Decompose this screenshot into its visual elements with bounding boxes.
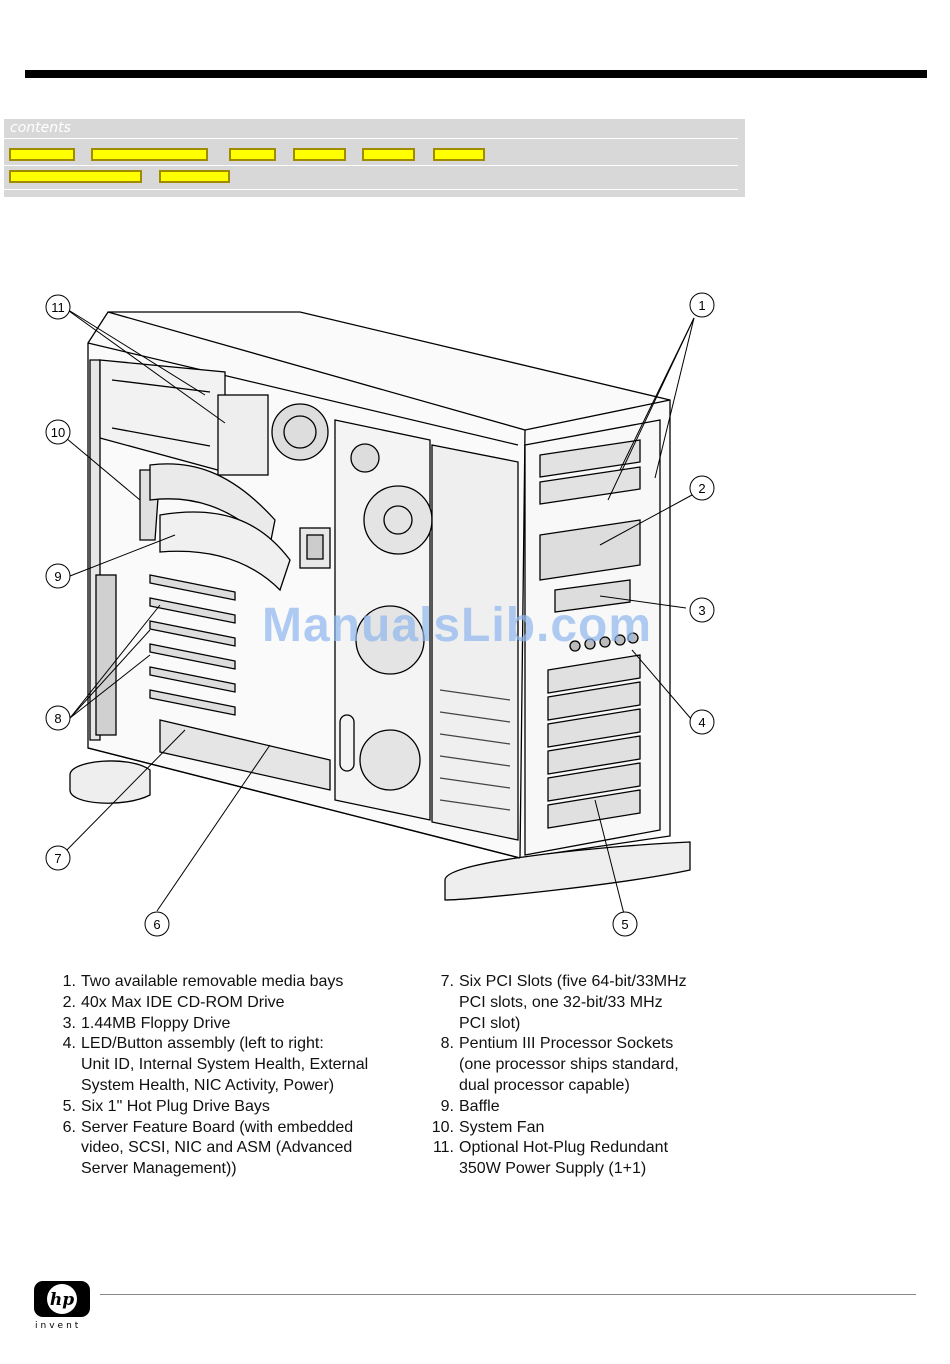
legend-number: 5. — [62, 1097, 76, 1115]
contents-link-6[interactable] — [433, 148, 485, 161]
logo-text: hp — [50, 1290, 74, 1310]
logo-tagline: invent — [35, 1321, 82, 1331]
callout-label: 6 — [153, 917, 160, 932]
callout-label: 7 — [54, 851, 61, 866]
contents-link-3[interactable] — [229, 148, 276, 161]
legend-text: (one processor ships standard, — [459, 1056, 679, 1074]
legend-text: 40x Max IDE CD-ROM Drive — [81, 993, 285, 1011]
server-feature-board — [159, 719, 331, 791]
legend-number: 4. — [62, 1035, 76, 1053]
legend-text: video, SCSI, NIC and ASM (Advanced — [81, 1139, 353, 1157]
contents-link-2[interactable] — [91, 148, 208, 161]
legend-number: 9. — [440, 1097, 454, 1115]
legend-number: 2. — [62, 993, 76, 1011]
legend-text: PCI slot) — [459, 1014, 521, 1032]
header-rule — [25, 70, 927, 78]
callout-5 — [612, 911, 638, 937]
legend-number: 3. — [62, 1014, 76, 1032]
legend-number: 1. — [62, 973, 76, 990]
contents-panel: contents — [4, 119, 745, 197]
legend-text: Server Management)) — [81, 1160, 237, 1178]
callout-9 — [45, 563, 71, 589]
legend-number: 10. — [431, 1118, 454, 1136]
legend-item: 5. Six 1" Hot Plug Drive Bays — [52, 1097, 432, 1118]
legend-text: Server Feature Board (with embedded — [81, 1118, 354, 1136]
legend-item: 11. Optional Hot-Plug Redundant 350W Power… — [430, 1138, 750, 1180]
contents-title: contents — [10, 120, 71, 136]
callout-label: 3 — [698, 603, 705, 618]
callout-label: 4 — [698, 715, 705, 730]
callout-label: 9 — [54, 569, 61, 584]
callout-label: 5 — [621, 917, 628, 932]
legend-text: System Health, NIC Activity, Power) — [81, 1076, 335, 1094]
callout-11 — [45, 294, 71, 320]
panel-divider — [4, 138, 738, 139]
cd-rom-drive — [539, 519, 641, 581]
legend-number: 8. — [440, 1035, 454, 1053]
legend-text: Six PCI Slots (five 64-bit/33MHz — [459, 973, 687, 990]
legend-text: Pentium III Processor Sockets — [459, 1035, 674, 1053]
callout-10 — [45, 419, 71, 445]
legend-text: Baffle — [459, 1097, 500, 1115]
legend-text: LED/Button assembly (left to right: — [81, 1035, 324, 1053]
floppy-drive — [554, 579, 631, 613]
legend-item: 2. 40x Max IDE CD-ROM Drive — [52, 993, 432, 1014]
legend-item: 8. Pentium III Processor Sockets (one proc… — [430, 1034, 750, 1096]
server-exploded-diagram: 1 2 3 4 5 6 7 8 9 10 11 — [0, 270, 950, 950]
contents-link-1[interactable] — [9, 148, 75, 161]
panel-divider — [4, 189, 738, 190]
legend-number: 7. — [440, 973, 454, 990]
legend-item: 6. Server Feature Board (with embedded vid… — [52, 1118, 432, 1180]
callout-7 — [45, 845, 71, 871]
led-button-assembly — [569, 632, 639, 652]
baffle — [159, 511, 291, 592]
legend-number: 6. — [62, 1118, 76, 1136]
legend-item: 9. Baffle — [430, 1097, 750, 1118]
legend-number: 11. — [432, 1139, 454, 1157]
legend-item: 3. 1.44MB Floppy Drive — [52, 1014, 432, 1035]
hot-plug-drive-bays — [547, 654, 641, 829]
callout-label: 8 — [54, 711, 61, 726]
callout-1 — [689, 292, 715, 318]
watermark: ManualsLib.com — [262, 599, 653, 652]
hp-logo: hp — [33, 1280, 91, 1318]
legend-item: 4. LED/Button assembly (left to right: Uni… — [52, 1034, 432, 1096]
callout-label: 1 — [698, 298, 705, 313]
legend-text: 350W Power Supply (1+1) — [459, 1160, 647, 1178]
panel-divider — [4, 165, 738, 166]
callout-label: 11 — [51, 300, 65, 315]
legend-left-column: 1. Two available removable media bays 2. 4… — [52, 972, 432, 1180]
contents-link-7[interactable] — [9, 170, 142, 183]
callout-2 — [689, 475, 715, 501]
contents-link-4[interactable] — [293, 148, 346, 161]
callout-label: 2 — [698, 481, 705, 496]
system-fan — [139, 463, 276, 547]
legend-item: 1. Two available removable media bays — [52, 972, 432, 993]
callout-6 — [144, 911, 170, 937]
footer-rule — [100, 1294, 916, 1295]
callout-8 — [45, 705, 71, 731]
legend-item: 10. System Fan — [430, 1118, 750, 1139]
legend-text: System Fan — [459, 1118, 545, 1136]
legend-text: Six 1" Hot Plug Drive Bays — [81, 1097, 270, 1115]
callout-4 — [689, 709, 715, 735]
legend-text: dual processor capable) — [459, 1076, 630, 1094]
legend-text: Optional Hot-Plug Redundant — [459, 1139, 669, 1157]
legend-text: Two available removable media bays — [81, 973, 344, 990]
removable-media-bays — [539, 439, 641, 505]
pci-slots — [95, 574, 236, 736]
legend-text: Unit ID, Internal System Health, Externa… — [81, 1056, 369, 1074]
legend-text: PCI slots, one 32-bit/33 MHz — [459, 993, 663, 1011]
contents-link-5[interactable] — [362, 148, 415, 161]
contents-link-8[interactable] — [159, 170, 230, 183]
callout-3 — [689, 597, 715, 623]
callout-label: 10 — [51, 425, 65, 440]
legend-text: 1.44MB Floppy Drive — [81, 1014, 231, 1032]
